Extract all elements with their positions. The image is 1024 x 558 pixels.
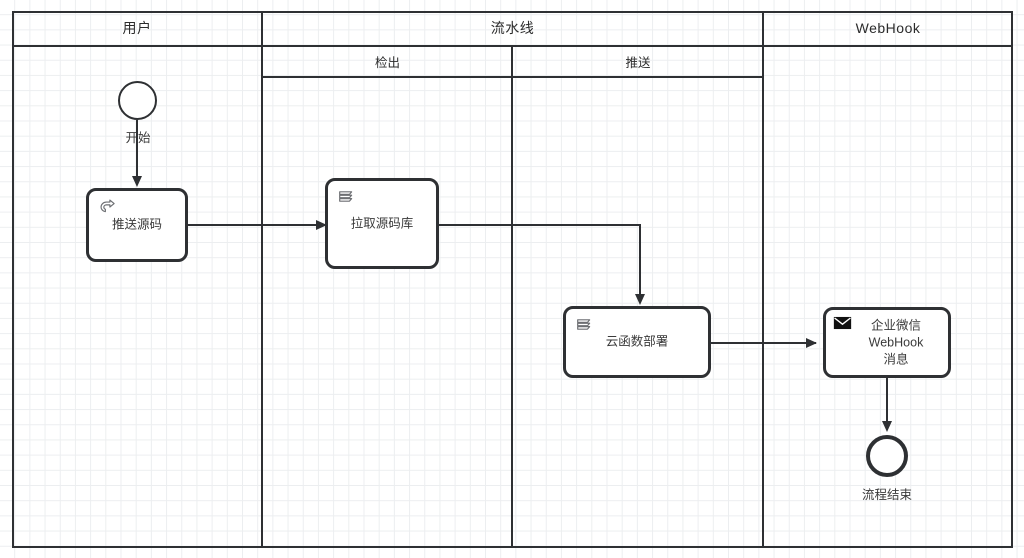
task-pull-source-repo[interactable]: 拉取源码库 <box>325 178 439 269</box>
flow-wecom-msg-to-end-arrowhead <box>881 421 892 432</box>
lane-divider-user-pipeline <box>261 11 263 548</box>
lane-label-webhook: WebHook <box>855 20 921 36</box>
task-cloud-function-deploy-label: 云函数部署 <box>605 334 669 349</box>
lane-label-user: 用户 <box>122 20 152 36</box>
lane-divider-pipeline-webhook <box>762 11 764 548</box>
end-event-label: 流程结束 <box>861 488 912 502</box>
flow-pull-repo-to-deploy-fn-vertical <box>639 224 641 298</box>
task-push-source-code[interactable]: 推送源码 <box>86 188 188 262</box>
sublane-header-checkout[interactable]: 检出 <box>263 47 512 78</box>
task-pull-source-repo-label: 拉取源码库 <box>350 216 414 230</box>
flow-start-to-push-src-arrowhead <box>131 176 142 187</box>
sublane-label-checkout: 检出 <box>374 56 400 70</box>
flow-start-to-push-src <box>136 120 138 184</box>
script-stack-icon <box>337 188 357 206</box>
flow-push-src-to-pull-repo-arrowhead <box>316 219 327 230</box>
lane-label-pipeline: 流水线 <box>490 20 535 36</box>
end-event[interactable] <box>866 435 908 477</box>
sublane-label-push: 推送 <box>625 56 651 70</box>
lane-header-user[interactable]: 用户 <box>12 11 262 47</box>
flow-wecom-msg-to-end <box>886 378 888 428</box>
flow-deploy-fn-to-wecom-msg <box>711 342 816 344</box>
envelope-icon <box>833 316 853 334</box>
flow-push-src-to-pull-repo <box>188 224 327 226</box>
sublane-divider-checkout-push <box>511 47 513 548</box>
start-event[interactable] <box>118 81 157 120</box>
task-wecom-webhook-message-label: 企业微信 WebHook 消息 <box>868 318 924 366</box>
lane-header-pipeline[interactable]: 流水线 <box>262 11 763 47</box>
task-wecom-webhook-message[interactable]: 企业微信 WebHook 消息 <box>823 307 951 378</box>
start-event-label: 开始 <box>88 127 188 146</box>
flow-pull-repo-to-deploy-fn-arrowhead <box>634 294 645 305</box>
sublane-header-push[interactable]: 推送 <box>513 47 763 78</box>
flow-pull-repo-to-deploy-fn-horizontal <box>439 224 641 226</box>
script-stack-icon <box>575 316 595 334</box>
task-cloud-function-deploy[interactable]: 云函数部署 <box>563 306 711 378</box>
task-push-source-code-label: 推送源码 <box>111 217 162 232</box>
flow-deploy-fn-to-wecom-msg-arrowhead <box>806 337 817 348</box>
pointing-hand-icon <box>98 198 118 216</box>
lane-header-webhook[interactable]: WebHook <box>763 11 1013 47</box>
